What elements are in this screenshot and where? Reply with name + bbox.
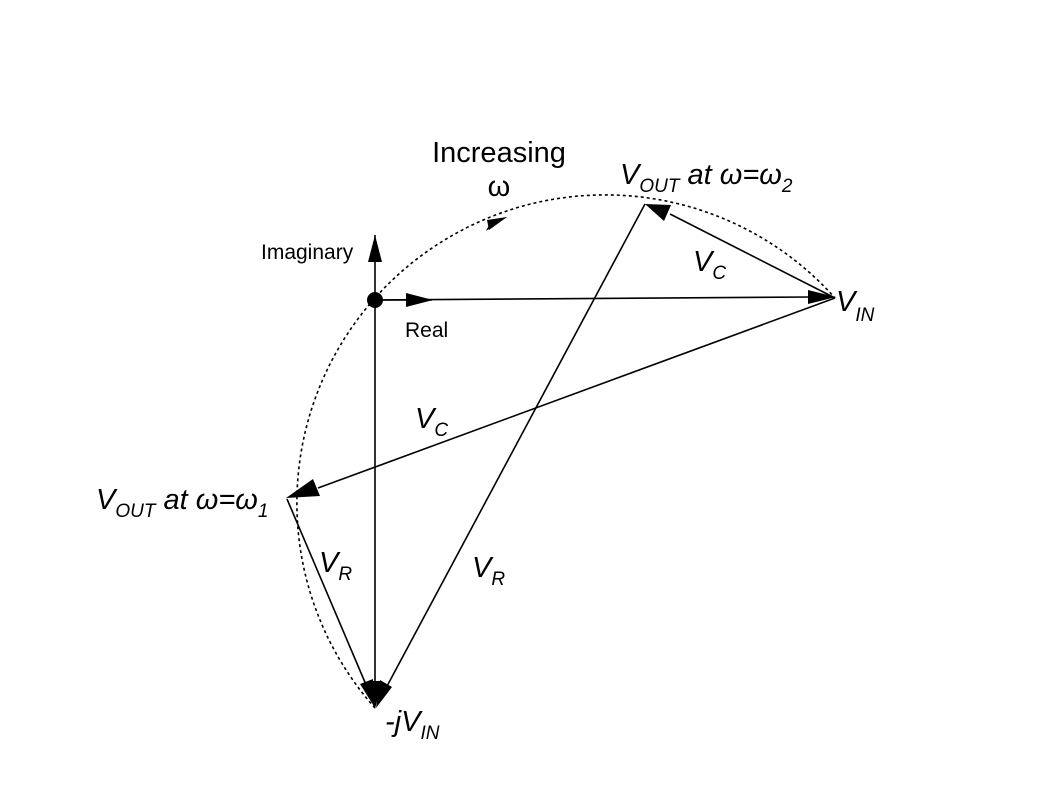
- vout-w1-label: VOUT at ω=ω1: [96, 484, 268, 522]
- vc-lower-phasor: [317, 297, 836, 489]
- vc-upper-label: VC: [693, 246, 726, 284]
- omega-label: ω: [488, 171, 511, 203]
- vc-upper-phasor: [669, 213, 836, 299]
- vin-label: VIN: [836, 286, 875, 326]
- imaginary-axis-arrowhead: [368, 235, 382, 262]
- vr-right-arrowhead: [376, 680, 392, 708]
- vin-phasor-arrowhead: [808, 290, 836, 304]
- vr-right-label: VR: [472, 552, 505, 590]
- vc-lower-arrowhead: [286, 479, 320, 498]
- locus-arc: [296, 194, 836, 709]
- vr-left-phasor: [286, 498, 368, 688]
- increasing-omega-arrow-body: [487, 217, 507, 230]
- vr-left-label: VR: [319, 547, 352, 585]
- vr-left-arrowhead: [360, 679, 375, 708]
- neg-j-vin-label: -jVIN: [385, 706, 440, 744]
- vc-upper-arrowhead: [645, 204, 671, 221]
- vout-w2-label: VOUT at ω=ω2: [620, 159, 793, 197]
- increasing-label: Increasing: [432, 137, 566, 169]
- vc-lower-label: VC: [415, 403, 448, 441]
- real-axis-label: Real: [405, 319, 448, 342]
- vin-phasor: [374, 296, 813, 301]
- imaginary-axis-label: Imaginary: [261, 241, 354, 264]
- vr-right-phasor: [385, 203, 646, 689]
